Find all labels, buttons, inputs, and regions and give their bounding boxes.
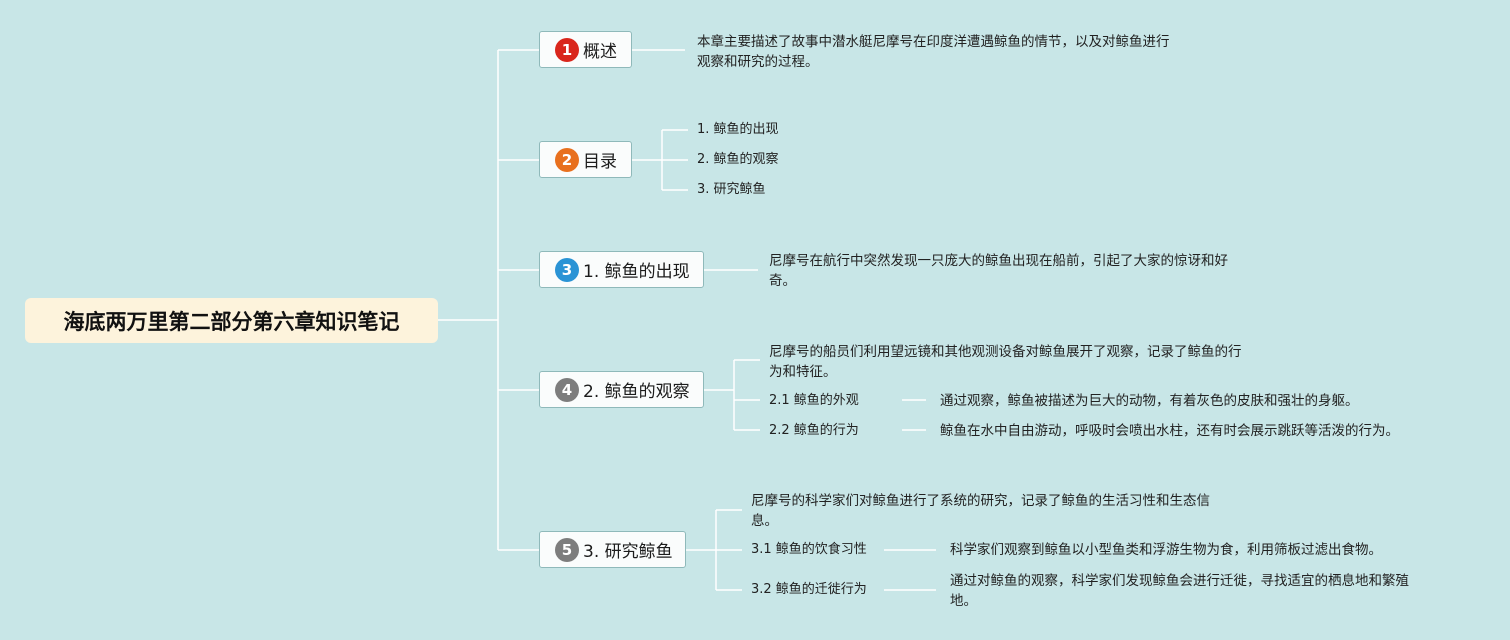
number-badge-1: 1: [555, 37, 579, 62]
branch-label: 2. 鲸鱼的观察: [583, 382, 690, 402]
research-sub-diet[interactable]: 3.1 鲸鱼的饮食习性: [751, 542, 867, 557]
branch-observation[interactable]: 4 2. 鲸鱼的观察: [539, 371, 704, 408]
number-badge-5: 5: [555, 537, 579, 562]
branch-overview[interactable]: 1 概述: [539, 31, 632, 68]
appearance-line: 奇。: [769, 273, 796, 289]
observation-sub-behavior-detail[interactable]: 鲸鱼在水中自由游动，呼吸时会喷出水柱，还有时会展示跳跃等活泼的行为。: [940, 423, 1399, 439]
research-intro-line: 尼摩号的科学家们对鲸鱼进行了系统的研究，记录了鲸鱼的生活习性和生态信: [751, 493, 1210, 509]
branch-label: 目录: [583, 152, 617, 172]
appearance-line: 尼摩号在航行中突然发现一只庞大的鲸鱼出现在船前，引起了大家的惊讶和好: [769, 253, 1228, 269]
observation-intro-line: 尼摩号的船员们利用望远镜和其他观测设备对鲸鱼展开了观察，记录了鲸鱼的行: [769, 344, 1242, 360]
number-badge-4: 4: [555, 377, 579, 402]
root-topic[interactable]: 海底两万里第二部分第六章知识笔记: [25, 298, 438, 343]
number-badge-3: 3: [555, 257, 579, 282]
branch-label: 1. 鲸鱼的出现: [583, 262, 690, 282]
observation-intro[interactable]: 尼摩号的船员们利用望远镜和其他观测设备对鲸鱼展开了观察，记录了鲸鱼的行 为和特征…: [769, 342, 1242, 382]
research-sub-migration-line: 通过对鲸鱼的观察，科学家们发现鲸鱼会进行迁徙，寻找适宜的栖息地和繁殖: [950, 573, 1409, 589]
toc-item-2[interactable]: 2. 鲸鱼的观察: [697, 152, 779, 167]
observation-sub-appearance-detail[interactable]: 通过观察，鲸鱼被描述为巨大的动物，有着灰色的皮肤和强壮的身躯。: [940, 393, 1359, 409]
observation-sub-appearance[interactable]: 2.1 鲸鱼的外观: [769, 393, 859, 408]
observation-sub-behavior[interactable]: 2.2 鲸鱼的行为: [769, 423, 859, 438]
toc-item-1[interactable]: 1. 鲸鱼的出现: [697, 122, 779, 137]
toc-item-3[interactable]: 3. 研究鲸鱼: [697, 182, 766, 197]
branch-label: 3. 研究鲸鱼: [583, 542, 673, 562]
branch-label: 概述: [583, 42, 617, 62]
branch-appearance[interactable]: 3 1. 鲸鱼的出现: [539, 251, 704, 288]
research-sub-migration-line: 地。: [950, 593, 977, 609]
research-sub-migration-detail[interactable]: 通过对鲸鱼的观察，科学家们发现鲸鱼会进行迁徙，寻找适宜的栖息地和繁殖 地。: [950, 571, 1409, 611]
branch-toc[interactable]: 2 目录: [539, 141, 632, 178]
number-badge-2: 2: [555, 147, 579, 172]
overview-line: 本章主要描述了故事中潜水艇尼摩号在印度洋遭遇鲸鱼的情节，以及对鲸鱼进行: [697, 34, 1170, 50]
research-sub-diet-detail[interactable]: 科学家们观察到鲸鱼以小型鱼类和浮游生物为食，利用筛板过滤出食物。: [950, 542, 1382, 558]
branch-research[interactable]: 5 3. 研究鲸鱼: [539, 531, 686, 568]
overview-text[interactable]: 本章主要描述了故事中潜水艇尼摩号在印度洋遭遇鲸鱼的情节，以及对鲸鱼进行 观察和研…: [697, 32, 1170, 72]
research-intro-line: 息。: [751, 513, 778, 529]
overview-line: 观察和研究的过程。: [697, 54, 819, 70]
appearance-text[interactable]: 尼摩号在航行中突然发现一只庞大的鲸鱼出现在船前，引起了大家的惊讶和好 奇。: [769, 251, 1228, 291]
research-intro[interactable]: 尼摩号的科学家们对鲸鱼进行了系统的研究，记录了鲸鱼的生活习性和生态信 息。: [751, 491, 1210, 531]
research-sub-migration[interactable]: 3.2 鲸鱼的迁徙行为: [751, 582, 867, 597]
observation-intro-line: 为和特征。: [769, 364, 837, 380]
